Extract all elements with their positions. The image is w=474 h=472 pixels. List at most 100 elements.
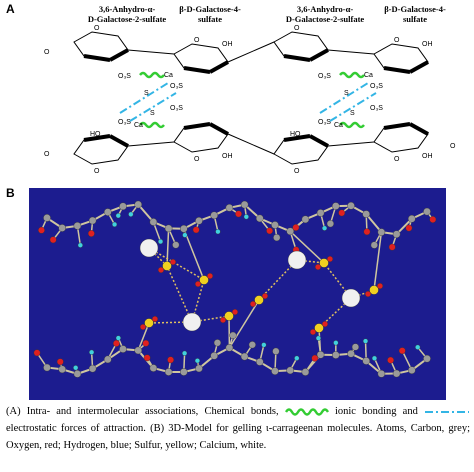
hydrogen-atom (215, 229, 221, 235)
sulfur-atom (254, 295, 264, 305)
oxygen-atom (338, 209, 346, 217)
hydroxyl-label: HO (90, 131, 101, 138)
carbon-atom (164, 368, 173, 376)
carbon-atom (195, 364, 203, 373)
top-ring-3-ring-o: O (294, 25, 300, 32)
bottom-ring-1: O (73, 134, 129, 175)
glycosidic-link-top (127, 49, 175, 55)
ionic-link (148, 247, 205, 281)
bond (228, 299, 260, 349)
carbon-atom (316, 350, 325, 359)
bottom-ring-3-front-edge (309, 134, 329, 148)
carbon-atom (347, 349, 355, 358)
carbon-atom (407, 214, 416, 223)
bottom-ring-4-front-edge (383, 122, 411, 130)
sulfur-label: S (144, 90, 149, 97)
carbon-atom (423, 354, 431, 363)
carbon-atom (119, 202, 127, 211)
sulfate-label: O₃S (170, 83, 183, 90)
electrostatic-force (329, 92, 377, 122)
panel-b-3d-model (29, 188, 446, 400)
top-ring-4-front-edge (409, 60, 429, 74)
unit-label-2: β-D-Galactose-4-sulfate (179, 4, 241, 24)
carbon-atom (88, 364, 97, 373)
hydroxyl-label: OH (222, 153, 233, 160)
top-ring-2-front-edge (183, 66, 211, 74)
hydrogen-atom (243, 214, 249, 220)
carbon-atom (225, 204, 234, 212)
sulfur-atom (199, 275, 209, 285)
bottom-ring-2-ring-o: O (194, 156, 200, 163)
bottom-ring-4: O (373, 122, 429, 163)
hydrogen-atom (321, 225, 328, 231)
oxygen-atom (310, 328, 317, 335)
ionic-bond-legend-icon (284, 407, 329, 416)
oxygen-atom (363, 228, 371, 236)
hydrogen-atom (77, 242, 83, 248)
oxygen-atom (327, 255, 334, 262)
carbon-atom (172, 241, 180, 249)
carbon-atom (351, 343, 360, 351)
carbon-atom (286, 227, 295, 236)
oxygen-atom (113, 339, 120, 347)
carbon-atom (229, 331, 237, 339)
electrostatic-force (319, 82, 369, 114)
oxygen-atom (139, 323, 146, 330)
calcium-atom (182, 312, 202, 332)
oxygen-atom (398, 347, 406, 355)
top-ring-3: O (273, 25, 329, 62)
bottom-ring-1-ring-o: O (94, 168, 100, 175)
oxygen-atom (249, 300, 256, 307)
carbon-atom (43, 214, 51, 222)
top-ring-2-front-edge (209, 60, 229, 74)
oxygen-atom (388, 243, 396, 251)
carbon-atom (407, 366, 416, 374)
carbon-atom (255, 358, 264, 366)
sulfate-label: O₃S (118, 73, 131, 80)
oxygen-atom (322, 320, 329, 327)
bond (137, 322, 150, 351)
caption-part-1: (A) Intra- and intermolecular associatio… (6, 406, 279, 417)
oxygen-atom (151, 315, 158, 322)
hydrogen-atom (261, 342, 267, 348)
carbon-atom (392, 369, 401, 378)
hydrogen-atom (111, 221, 118, 228)
sulfur-label: S (350, 110, 355, 117)
oxygen-atom (292, 224, 300, 231)
carbon-atom (272, 347, 280, 355)
electrostatic-force (129, 92, 177, 122)
calcium-label: Ca (364, 72, 373, 79)
chain-end-o: O (44, 49, 50, 56)
carbon-atom (326, 220, 334, 228)
hydrogen-atom (415, 344, 421, 350)
oxygen-atom (157, 266, 164, 273)
bond (166, 228, 170, 267)
panel-a-chemical-structure: A 3,6-Anhydro-α-D-Galactose-2-sulfate β-… (0, 0, 474, 185)
oxygen-atom (429, 216, 437, 223)
oxygen-atom (192, 226, 200, 234)
top-ring-1-front-edge (83, 54, 111, 62)
oxygen-atom (38, 226, 45, 234)
electrostatic-legend-icon (425, 410, 470, 413)
glycosidic-link-bottom (327, 141, 375, 147)
hydrogen-atom (294, 355, 300, 361)
oxygen-atom (167, 356, 175, 364)
oxygen-atom (206, 272, 213, 279)
hydrogen-atom (371, 355, 378, 361)
top-ring-3-front-edge (309, 48, 329, 62)
carbon-atom (149, 364, 158, 372)
sulfur-atom (224, 311, 234, 321)
bottom-ring-3-front-edge (283, 134, 311, 142)
oxygen-atom (266, 227, 274, 235)
unit-label-4: β-D-Galactose-4-sulfate (384, 4, 446, 24)
carbon-atom (213, 339, 222, 347)
carbon-atom (286, 366, 295, 375)
carbon-atom (362, 357, 371, 365)
sulfate-label: O₃S (118, 119, 131, 126)
ionic-link (191, 279, 205, 323)
hydroxyl-label: OH (222, 41, 233, 48)
ionic-bond (339, 71, 365, 79)
sulfur-atom (369, 285, 379, 295)
carbon-atom (210, 211, 218, 220)
oxygen-atom (365, 290, 372, 297)
